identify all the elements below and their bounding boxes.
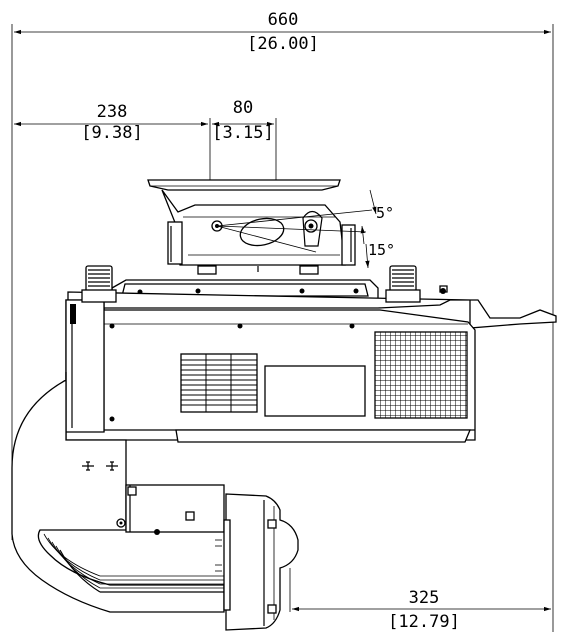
tilt-angle-lower: 15° — [368, 241, 395, 259]
dimension-overall-width: 660 [26.00] — [11, 10, 554, 632]
tilt-angle-upper: 5° — [376, 204, 394, 222]
rear-offset-mm: 325 — [409, 588, 440, 608]
dimension-rear-offset: 325 [12.79] — [289, 568, 551, 632]
overall-width-inch: [26.00] — [247, 34, 319, 54]
wall-mount-arm — [11, 372, 225, 613]
mount-width-mm: 80 — [233, 98, 253, 118]
dimension-lens-offset: 238 [9.38] — [13, 102, 211, 186]
mount-width-inch: [3.15] — [212, 123, 273, 143]
overall-width-mm: 660 — [268, 10, 299, 30]
lens-offset-mm: 238 — [97, 102, 128, 122]
projector-body — [65, 279, 557, 443]
adjustment-foot-right — [385, 265, 421, 303]
dimension-mount-width: 80 [3.15] — [212, 98, 277, 186]
ceiling-mount-bracket: 5° 15° — [147, 179, 395, 275]
rear-offset-inch: [12.79] — [388, 612, 460, 632]
wall-plate — [223, 493, 299, 631]
lens-offset-inch: [9.38] — [81, 123, 142, 143]
adjustment-foot-left — [81, 265, 117, 303]
